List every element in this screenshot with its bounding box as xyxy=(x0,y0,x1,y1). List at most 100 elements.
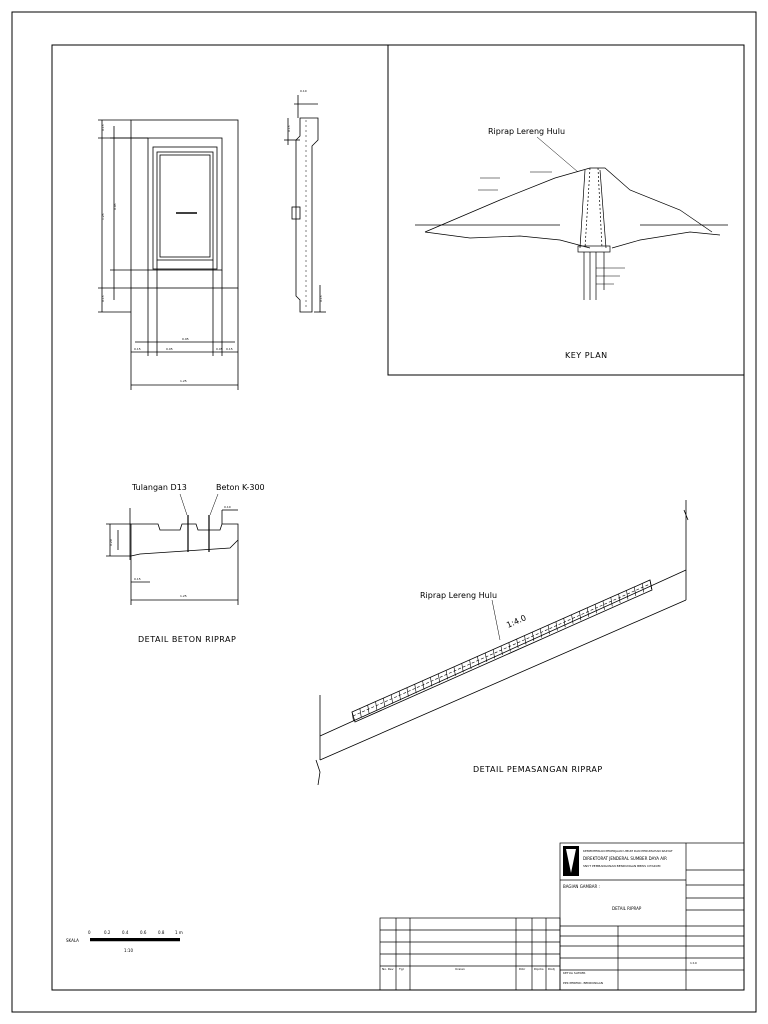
rev-header: No. Rev xyxy=(382,967,394,971)
rev-header: Distj xyxy=(548,967,555,971)
pemasangan-slope xyxy=(315,500,689,786)
bagian-gambar-label: BAGIAN GAMBAR : xyxy=(563,884,600,889)
riprap-hatch-line xyxy=(547,625,550,635)
dim-text: 0.95 xyxy=(113,203,117,210)
label-beton: Beton K-300 xyxy=(216,483,265,492)
riprap-hatch-line xyxy=(359,708,362,718)
key-plan-label-riprap: Riprap Lereng Hulu xyxy=(488,127,565,136)
scale-tick: 0.8 xyxy=(158,930,165,935)
key-plan-frame xyxy=(387,44,745,376)
riprap-hatch-line xyxy=(555,621,558,631)
riprap-hatch-line xyxy=(414,684,417,694)
dim-text: 0.15 xyxy=(101,124,105,131)
dim-text: 0.15 xyxy=(287,125,291,132)
side-view-dimension-texts: 0.10 0.15 0.15 xyxy=(287,89,323,302)
key-plan-dam-section xyxy=(415,136,728,300)
agency-line3: SNVT PEMBANGUNAN BENDUNGAN BBWS CITARUM xyxy=(583,864,661,868)
sign-row-ketua: KETUA SATKER xyxy=(563,971,585,975)
riprap-hatch-line xyxy=(539,628,543,638)
key-plan-title: KEY PLAN xyxy=(565,351,608,360)
riprap-block-side-view xyxy=(284,95,326,313)
riprap-hatch-line xyxy=(508,642,511,652)
riprap-hatch-line xyxy=(602,600,605,610)
agency-line2: DIREKTORAT JENDERAL SUMBER DAYA AIR xyxy=(583,856,667,861)
sheet-outer-border xyxy=(11,11,757,1013)
riprap-hatch-line xyxy=(398,691,401,701)
pemasangan-title: DETAIL PEMASANGAN RIPRAP xyxy=(473,765,603,774)
beton-riprap-section xyxy=(106,493,239,605)
riprap-hatch-line xyxy=(492,649,495,659)
riprap-hatch-line xyxy=(461,663,464,673)
rev-header: Tgl xyxy=(398,967,404,971)
riprap-hatch-line xyxy=(649,579,652,590)
riprap-hatch-line xyxy=(430,677,433,687)
scale-tick: 0.6 xyxy=(140,930,147,935)
riprap-hatch-line xyxy=(524,635,527,645)
riprap-hatch-line xyxy=(390,694,394,704)
rev-header: Diprks xyxy=(534,967,544,971)
riprap-hatch-line xyxy=(594,604,597,614)
riprap-hatch-line xyxy=(351,711,354,722)
dim-text: 0.20 xyxy=(109,539,113,546)
riprap-block-front-view xyxy=(98,119,239,390)
riprap-hatch-line xyxy=(406,687,409,697)
dim-text: 0.10 xyxy=(300,89,307,93)
scale-tick: 0.4 xyxy=(122,930,129,935)
front-view-dimension-texts: 0.15 1.25 0.95 0.15 0.95 0.15 0.05 0.05 … xyxy=(101,124,233,383)
riprap-hatch-line xyxy=(422,680,425,690)
dim-text: 0.95 xyxy=(182,337,189,341)
dim-text: 0.15 xyxy=(226,347,233,351)
sign-row-ppk: PPK PERENC. BENDUNGAN xyxy=(563,981,603,985)
rev-header: Dibr xyxy=(519,967,526,971)
riprap-hatch-line xyxy=(469,659,472,669)
dim-text: 0.05 xyxy=(166,347,173,351)
dim-text: 0.10 xyxy=(224,505,231,509)
dim-text: 0.15 xyxy=(101,295,105,302)
riprap-hatch-line xyxy=(610,597,613,607)
scale-tick: 0.2 xyxy=(104,930,111,935)
pemasangan-slope-ratio: 1:4.0 xyxy=(505,613,527,630)
dim-text: 0.15 xyxy=(134,577,141,581)
riprap-hatch-line xyxy=(367,705,370,715)
riprap-hatch-line xyxy=(586,607,590,617)
riprap-hatch-line xyxy=(571,614,574,624)
riprap-hatch-line xyxy=(375,701,378,711)
riprap-block-hatching xyxy=(351,579,652,722)
riprap-hatch-line xyxy=(579,611,582,621)
dim-text: 1.25 xyxy=(101,213,105,220)
agency-logo-mark xyxy=(566,849,576,873)
dim-text: 1.25 xyxy=(180,379,187,383)
riprap-hatch-line xyxy=(516,639,519,649)
dim-text: 0.15 xyxy=(134,347,141,351)
pemasangan-label-riprap: Riprap Lereng Hulu xyxy=(420,591,497,600)
riprap-hatch-line xyxy=(618,593,621,603)
drawing-scale: 1:10 xyxy=(690,961,697,965)
riprap-hatch-line xyxy=(437,673,441,683)
label-tulangan: Tulangan D13 xyxy=(131,483,187,492)
beton-section-dimension-texts: 0.20 0.15 1.25 0.10 xyxy=(109,505,231,598)
riprap-hatch-line xyxy=(453,666,456,676)
scale-label: SKALA xyxy=(66,938,79,943)
riprap-hatch-line xyxy=(485,652,488,662)
riprap-hatch-line xyxy=(626,590,629,600)
riprap-hatch-line xyxy=(383,698,386,708)
agency-line1: KEMENTERIAN PEKERJAAN UMUM DAN PERUMAHAN… xyxy=(583,849,673,853)
rev-header: Uraian xyxy=(455,967,465,971)
riprap-hatch-line xyxy=(563,618,566,628)
riprap-hatch-line xyxy=(634,586,637,596)
riprap-hatch-line xyxy=(477,656,480,666)
scale-tick: 0 xyxy=(88,930,91,935)
scale-tick: 1 m xyxy=(175,930,183,935)
dim-text: 0.15 xyxy=(319,295,323,302)
title-block xyxy=(379,842,745,991)
riprap-hatch-line xyxy=(445,670,448,680)
dim-text: 1.25 xyxy=(180,594,187,598)
scale-ratio: 1:10 xyxy=(124,948,133,953)
beton-section-title: DETAIL BETON RIPRAP xyxy=(138,635,236,644)
scale-bar: SKALA 0 0.2 0.4 0.6 0.8 1 m 1:10 xyxy=(66,930,183,953)
drawing-title: DETAIL RIPRAP xyxy=(612,906,642,911)
dim-text: 0.05 xyxy=(216,347,223,351)
riprap-hatch-line xyxy=(641,583,644,593)
riprap-hatch-line xyxy=(532,632,535,642)
